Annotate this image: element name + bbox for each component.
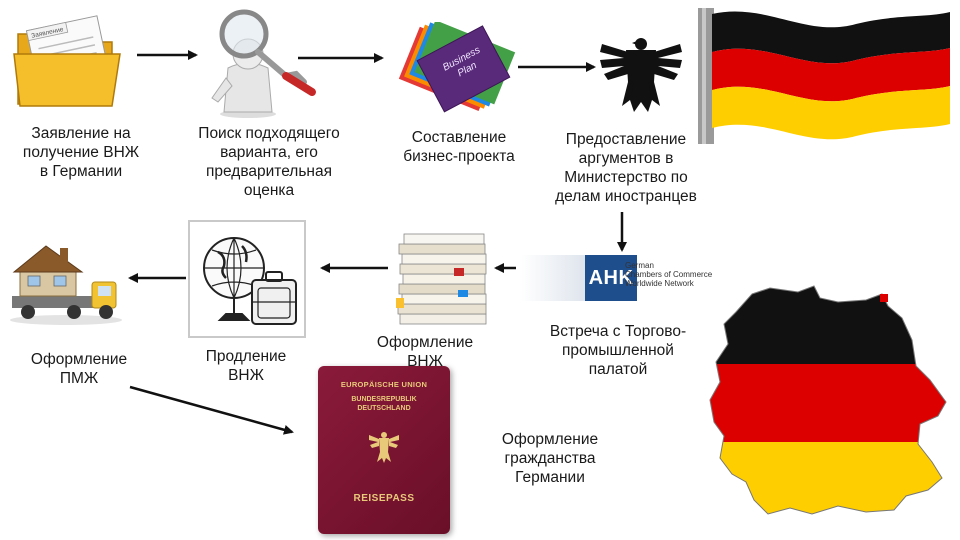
ahk-logo-line1: German (625, 261, 654, 270)
ahk-logo-line3: Worldwide Network (625, 279, 694, 288)
passport-eagle-icon (369, 432, 399, 463)
globe-suitcase-icon (203, 237, 297, 325)
step-permanent-label: Оформление ПМЖ (30, 351, 128, 387)
step-application-label: Заявление на получение ВНЖ в Германии (22, 125, 140, 180)
step-citizenship-label: Оформление гражданства Германии (501, 431, 599, 486)
step-ministry-label: Предоставление аргументов в Министерство… (555, 131, 697, 205)
step-search-label: Поиск подходящего варианта, его предвари… (198, 125, 340, 199)
germany-map-flag-icon (709, 285, 947, 515)
step-business-plan-label: Составление бизнес-проекта (403, 129, 515, 165)
document-stack-icon (396, 233, 487, 325)
passport-type-label: REISEPASS (353, 493, 415, 504)
german-flag-icon (698, 8, 950, 144)
step-chamber-label: Встреча с Торгово- промышленной палатой (549, 323, 687, 378)
arrow-permanent-to-citizenship (129, 385, 294, 435)
ahk-logo: AHK German Chambers of Commerce Worldwid… (521, 255, 727, 301)
person-magnifier-icon (211, 9, 316, 118)
step-residence-permit-label: Оформление ВНЖ (376, 334, 474, 370)
business-plan-icon: Business Plan (398, 22, 516, 113)
passport-union-label: EUROPÄISCHE UNION (340, 380, 428, 389)
folder-icon: Заявление (13, 15, 121, 107)
step-extension-label: Продление ВНЖ (205, 348, 287, 384)
house-truck-icon (10, 245, 122, 325)
ahk-logo-mark: AHK (585, 255, 637, 301)
eagle-emblem-icon (600, 38, 682, 112)
travel-image-frame (188, 220, 306, 338)
passport-country-line2: DEUTSCHLAND (357, 405, 411, 412)
passport-country-line1: BUNDESREPUBLIK (351, 396, 417, 403)
passport-icon: EUROPÄISCHE UNION BUNDESREPUBLIK DEUTSCH… (318, 366, 450, 534)
ahk-logo-line2: Chambers of Commerce (625, 270, 713, 279)
